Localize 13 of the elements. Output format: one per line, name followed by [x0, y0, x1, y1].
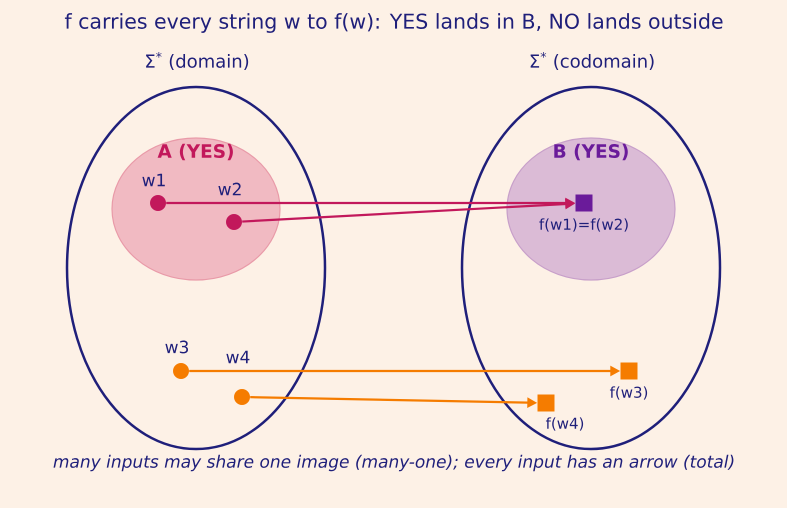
caption: many inputs may share one image (many-one); every input has an arrow (total)	[54, 454, 734, 472]
point-label: w1	[142, 174, 165, 186]
image-label: f(w4)	[546, 417, 584, 431]
subset-label: B (YES)	[554, 144, 628, 160]
title: f carries every string w to f(w): YES lands in B, NO lands outside	[64, 13, 723, 33]
point-label: w4	[226, 350, 250, 364]
point-label: w2	[218, 182, 241, 196]
set-heading: Σ$^{*}$ (domain)	[146, 52, 248, 70]
image-label: f(w3)	[610, 386, 648, 400]
set-heading: Σ$^{*}$ (codomain)	[530, 52, 654, 70]
subset-label: A (YES)	[158, 144, 233, 160]
image-label: f(w1)=f(w2)	[539, 218, 628, 232]
point-label: w3	[165, 340, 188, 354]
